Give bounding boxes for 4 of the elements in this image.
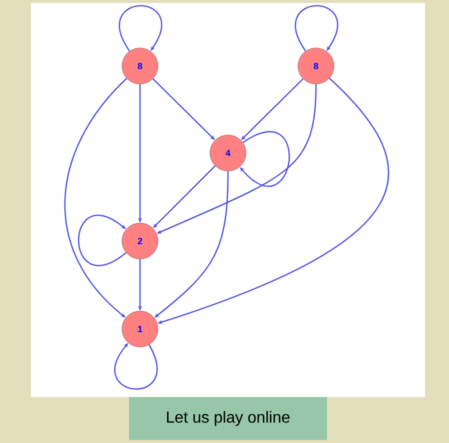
- button: Let us play online: [129, 397, 327, 440]
- arrow: [294, 5, 338, 52]
- arrow: [78, 214, 126, 266]
- arrow: [118, 5, 162, 52]
